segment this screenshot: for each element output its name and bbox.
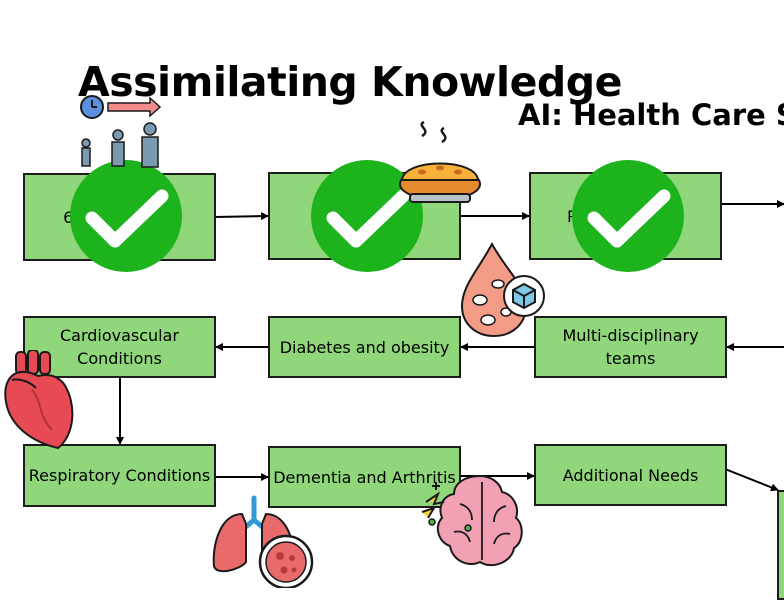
people-timeline-icon xyxy=(80,95,162,168)
brain-icon xyxy=(421,474,523,567)
box-dementia: Dementia and Arthritis xyxy=(268,446,461,508)
pie-icon xyxy=(399,120,481,203)
box-multidisciplinary: Multi-disciplinary teams xyxy=(534,316,727,378)
offscreen-box xyxy=(777,490,784,600)
heart-icon xyxy=(4,350,74,450)
slide-title: Assimilating Knowledge xyxy=(78,58,622,106)
slide-subtitle: AI: Health Care S xyxy=(518,98,784,132)
box-cardiovascular: Cardiovascular Conditions xyxy=(23,316,216,378)
box-additional-needs: Additional Needs xyxy=(534,444,727,506)
checkmark-icon xyxy=(70,160,182,272)
blood-drop-icon xyxy=(460,241,545,338)
lungs-icon xyxy=(212,495,314,588)
box-respiratory: Respiratory Conditions xyxy=(23,444,216,507)
checkmark-icon xyxy=(572,160,684,272)
box-diabetes: Diabetes and obesity xyxy=(268,316,461,378)
